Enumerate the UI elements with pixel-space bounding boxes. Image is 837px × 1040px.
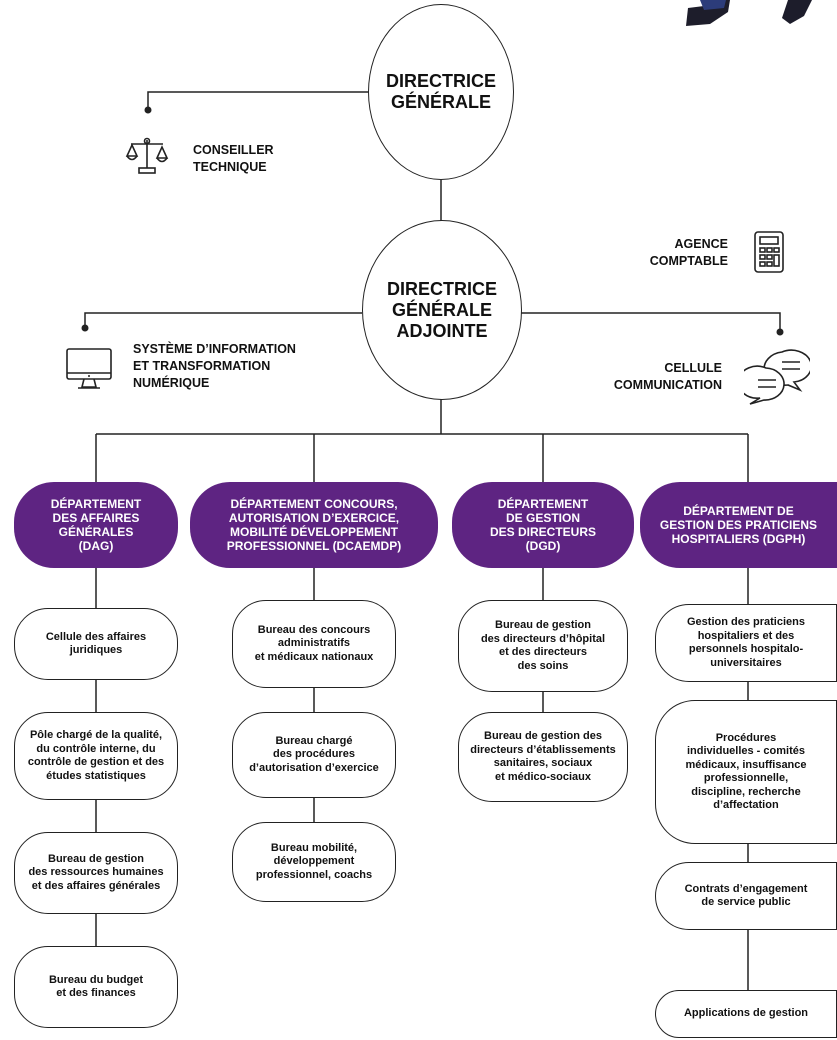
agence-comptable-label: AGENCE COMPTABLE bbox=[649, 237, 728, 268]
department-dgd: DÉPARTEMENT DE GESTION DES DIRECTEURS (D… bbox=[452, 482, 634, 568]
computer-monitor-icon bbox=[66, 348, 112, 389]
scales-icon bbox=[125, 137, 169, 174]
department-dag: DÉPARTEMENT DES AFFAIRES GÉNÉRALES (DAG) bbox=[14, 482, 178, 568]
bureau-dag-2: Pôle chargé de la qualité, du contrôle i… bbox=[14, 712, 178, 800]
department-dcaemdp: DÉPARTEMENT CONCOURS, AUTORISATION D’EXE… bbox=[190, 482, 438, 568]
conseiller-technique-label: CONSEILLER TECHNIQUE bbox=[193, 143, 274, 174]
bureau-dcaemdp-3: Bureau mobilité, développement professio… bbox=[232, 822, 396, 902]
systeme-information-label: SYSTÈME D’INFORMATION ET TRANSFORMATION … bbox=[133, 342, 296, 390]
bureau-dgd-1: Bureau de gestion des directeurs d’hôpit… bbox=[458, 600, 628, 692]
directrice-generale-node: DIRECTRICE GÉNÉRALE bbox=[368, 4, 514, 180]
bureau-dcaemdp-1: Bureau des concours administratifs et mé… bbox=[232, 600, 396, 688]
bureau-dag-4: Bureau du budget et des finances bbox=[14, 946, 178, 1028]
bureau-dag-3: Bureau de gestion des ressources humaine… bbox=[14, 832, 178, 914]
cellule-communication-label: CELLULE COMMUNICATION bbox=[613, 361, 722, 392]
department-dgph: DÉPARTEMENT DE GESTION DES PRATICIENS HO… bbox=[640, 482, 837, 568]
calculator-icon bbox=[754, 231, 784, 273]
bureau-dgph-1: Gestion des praticiens hospitaliers et d… bbox=[655, 604, 837, 682]
bureau-dgd-2: Bureau de gestion des directeurs d’établ… bbox=[458, 712, 628, 802]
bureau-dgph-2: Procédures individuelles - comités médic… bbox=[655, 700, 837, 844]
directrice-generale-adjointe-node: DIRECTRICE GÉNÉRALE ADJOINTE bbox=[362, 220, 522, 400]
bureau-dgph-3: Contrats d’engagement de service public bbox=[655, 862, 837, 930]
bureau-dcaemdp-2: Bureau chargé des procédures d’autorisat… bbox=[232, 712, 396, 798]
person-illustration bbox=[686, 0, 812, 26]
bureau-dgph-4: Applications de gestion bbox=[655, 990, 837, 1038]
chat-bubbles-icon bbox=[744, 349, 810, 405]
bureau-dag-1: Cellule des affaires juridiques bbox=[14, 608, 178, 680]
